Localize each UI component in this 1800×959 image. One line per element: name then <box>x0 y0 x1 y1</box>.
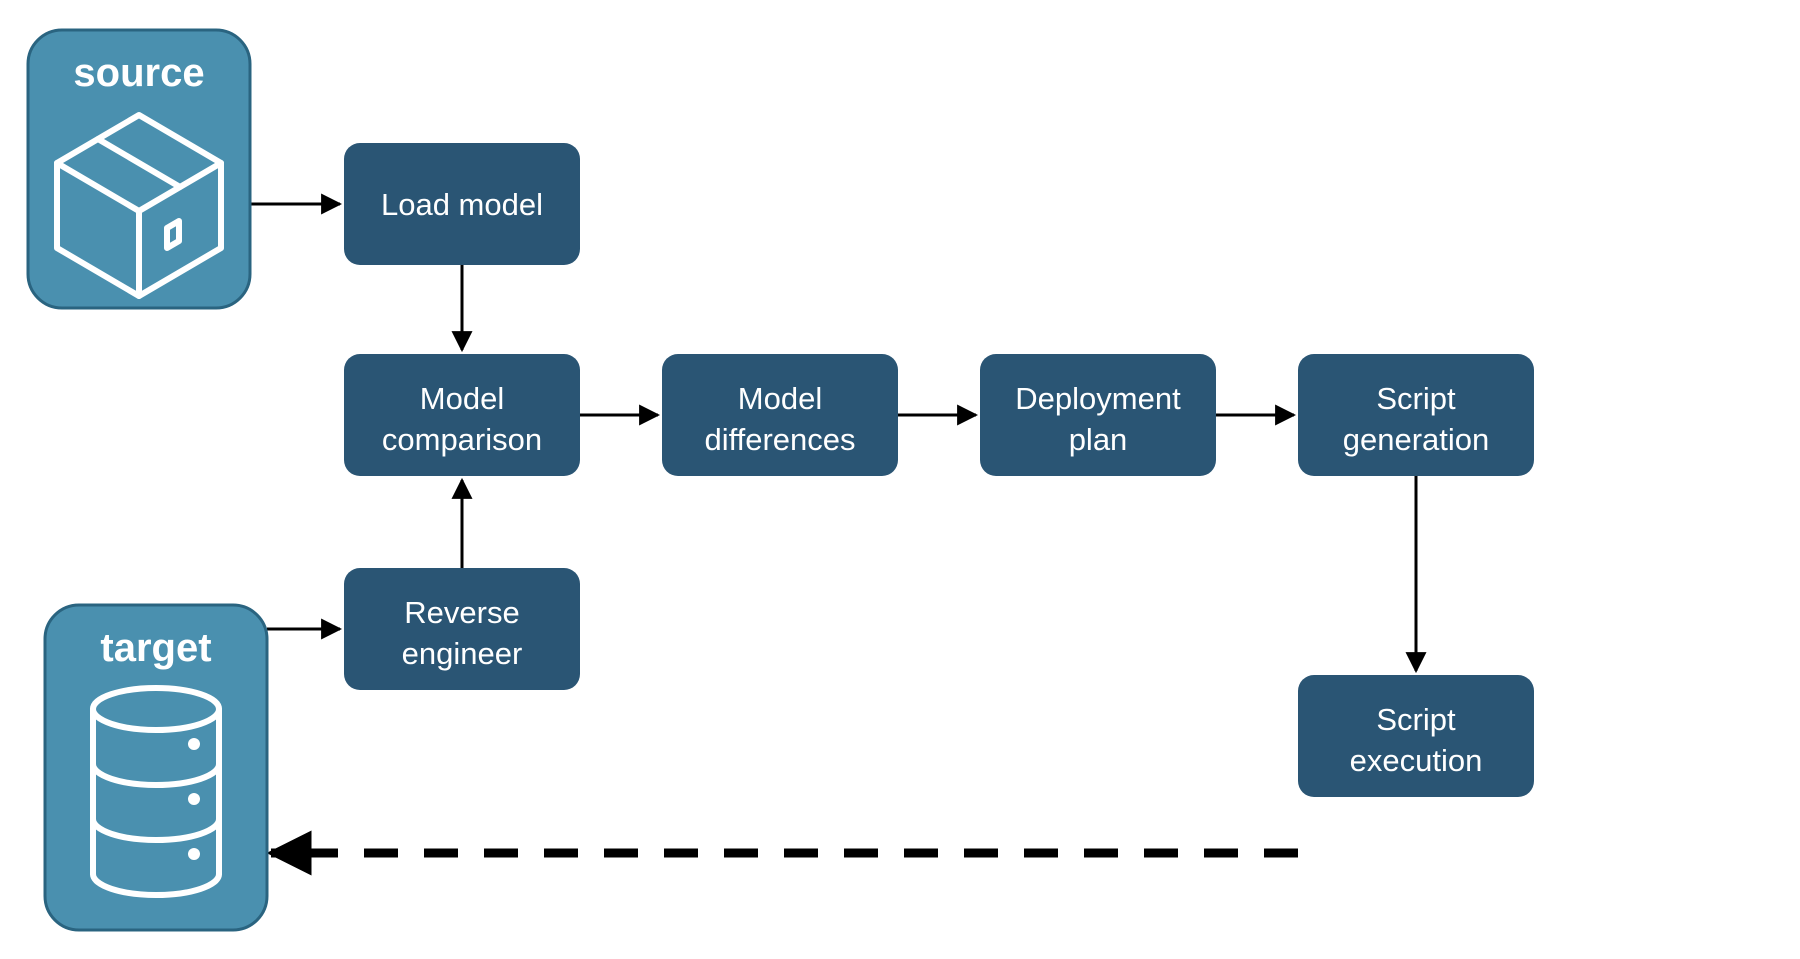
deployment-plan-box[interactable] <box>980 354 1216 476</box>
model-comparison-label-line1: Model <box>420 381 504 416</box>
process-node-model-comparison[interactable]: Model comparison <box>344 354 580 476</box>
process-node-model-differences[interactable]: Model differences <box>662 354 898 476</box>
script-generation-label-line1: Script <box>1376 381 1456 416</box>
deployment-plan-label-line2: plan <box>1069 422 1128 457</box>
process-node-reverse-engineer[interactable]: Reverse engineer <box>344 568 580 690</box>
endpoint-node-source[interactable]: source <box>26 28 252 310</box>
source-box[interactable] <box>26 28 252 310</box>
process-node-script-generation[interactable]: Script generation <box>1298 354 1534 476</box>
process-node-deployment-plan[interactable]: Deployment plan <box>980 354 1216 476</box>
reverse-engineer-label-line2: engineer <box>402 636 523 671</box>
script-execution-box[interactable] <box>1298 675 1534 797</box>
package-box-icon <box>54 112 224 299</box>
model-comparison-label-line2: comparison <box>382 422 542 457</box>
reverse-engineer-label-line1: Reverse <box>404 595 519 630</box>
load-model-box[interactable] <box>344 143 580 265</box>
script-generation-box[interactable] <box>1298 354 1534 476</box>
script-execution-label-line2: execution <box>1350 743 1483 778</box>
deployment-plan-label-line1: Deployment <box>1015 381 1181 416</box>
reverse-engineer-box[interactable] <box>344 568 580 690</box>
connector-layer <box>250 193 1427 876</box>
script-generation-label-line2: generation <box>1343 422 1490 457</box>
database-cylinder-icon <box>90 685 222 898</box>
model-differences-box[interactable] <box>662 354 898 476</box>
target-box[interactable] <box>43 603 269 932</box>
load-model-label: Load model <box>381 187 543 222</box>
model-comparison-box[interactable] <box>344 354 580 476</box>
model-differences-label-line2: differences <box>704 422 855 457</box>
process-node-script-execution[interactable]: Script execution <box>1298 675 1534 797</box>
endpoint-node-target[interactable]: target <box>43 603 269 932</box>
target-title: target <box>100 626 211 670</box>
process-node-load-model[interactable]: Load model <box>344 143 580 265</box>
script-execution-label-line1: Script <box>1376 702 1456 737</box>
model-differences-label-line1: Model <box>738 381 822 416</box>
source-title: source <box>73 51 204 95</box>
